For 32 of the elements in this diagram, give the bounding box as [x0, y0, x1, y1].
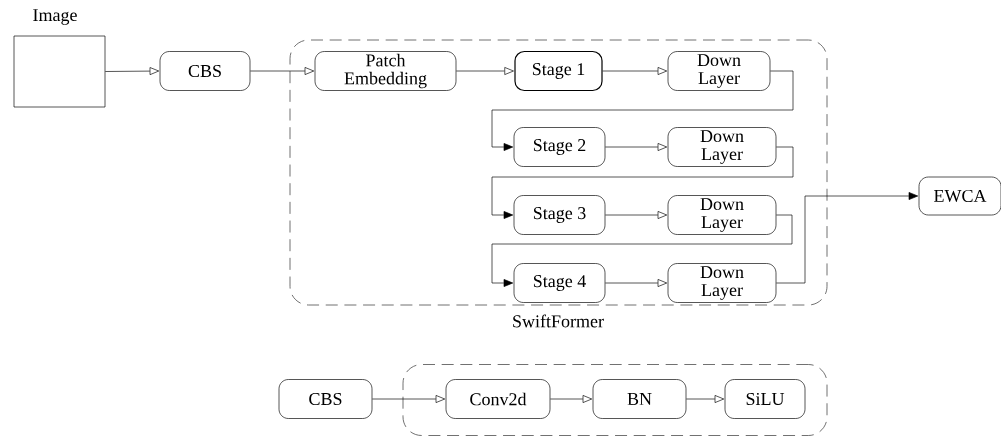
process-box: Conv2d: [445, 379, 551, 419]
box-title: Image: [33, 9, 77, 25]
process-box: Patch Embedding: [314, 51, 457, 91]
arrow: [686, 395, 725, 403]
arrow: [105, 67, 160, 75]
dashed-container: [402, 364, 828, 436]
process-box: Down Layer: [667, 263, 777, 303]
process-box: Down Layer: [667, 51, 771, 91]
arrow: [605, 211, 668, 219]
process-box: SiLU: [724, 379, 806, 419]
arrow: [491, 214, 793, 287]
process-box: BN: [592, 379, 687, 419]
arrow: [602, 67, 668, 75]
arrow: [605, 279, 668, 287]
arrow: [372, 395, 446, 403]
process-box: Down Layer: [667, 195, 777, 235]
process-box: Down Layer: [667, 127, 777, 167]
arrow: [491, 70, 794, 151]
process-box: Stage 2: [513, 127, 606, 167]
arrow: [491, 146, 794, 219]
arrow: [250, 67, 315, 75]
process-box: Stage 1: [514, 50, 603, 92]
process-box: EWCA: [918, 176, 1001, 216]
container-title: SwiftFormer: [513, 314, 604, 328]
process-box: CBS: [159, 51, 251, 91]
arrow: [605, 143, 668, 151]
arrow: [550, 395, 593, 403]
process-box: Stage 4: [513, 263, 606, 303]
arrow: [776, 192, 919, 284]
arrow: [456, 67, 514, 75]
process-box: CBS: [278, 379, 373, 419]
process-box: Stage 3: [513, 195, 606, 235]
